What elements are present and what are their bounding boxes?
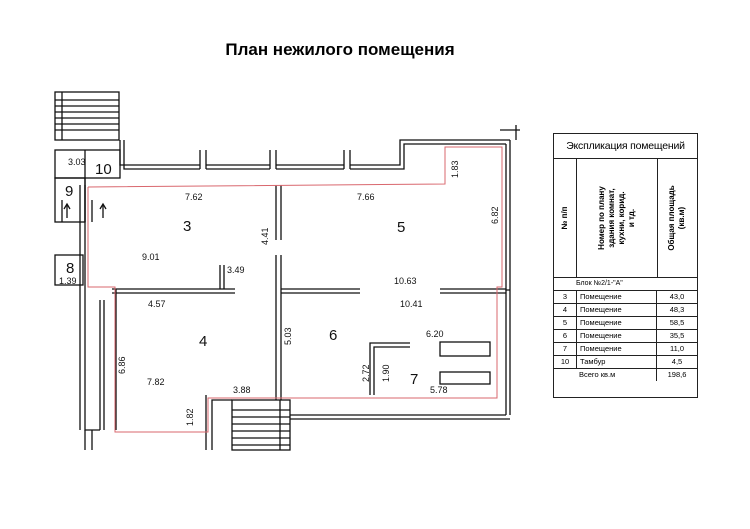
- dim-7-62: 7.62: [185, 192, 203, 202]
- header-area-line: Общая площадь: [667, 185, 676, 251]
- dim-1-90: 1.90: [381, 364, 391, 382]
- block-label: Блок №2/1-"А": [554, 278, 697, 291]
- table-row: 5 Помещение 58,5: [554, 317, 697, 330]
- header-name-line: Номер по плану: [596, 186, 606, 250]
- row-name: Помещение: [577, 291, 657, 303]
- row-name: Помещение: [577, 330, 657, 342]
- room-label-8: 8: [66, 260, 74, 277]
- dim-4-57: 4.57: [148, 299, 166, 309]
- dim-4-41: 4.41: [260, 227, 270, 245]
- dim-3-03: 3.03: [68, 157, 86, 167]
- dim-3-49: 3.49: [227, 265, 245, 275]
- row-area: 58,5: [669, 318, 685, 327]
- row-num: 4: [554, 304, 577, 316]
- total-area: 198,6: [667, 370, 687, 379]
- table-row: 10 Тамбур 4,5: [554, 356, 697, 369]
- row-num: 3: [554, 291, 577, 303]
- explication-title: Экспликация помещений: [554, 134, 697, 159]
- row-area: 43,0: [669, 292, 685, 301]
- table-row: 3 Помещение 43,0: [554, 291, 697, 304]
- dim-1-82: 1.82: [185, 408, 195, 426]
- room-label-10: 10: [95, 161, 112, 178]
- row-name: Помещение: [577, 343, 657, 355]
- header-name: Номер по плану здания комнат, кухни, кор…: [597, 186, 637, 250]
- room-label-4: 4: [199, 333, 207, 350]
- dim-2-72: 2.72: [361, 364, 371, 382]
- dim-6-86: 6.86: [117, 356, 127, 374]
- dimension-labels: 3.03 7.62 7.66 1.83 6.82 4.41 9.01 3.49 …: [59, 157, 500, 426]
- dim-3-88: 3.88: [233, 385, 251, 395]
- table-row: 7 Помещение 11,0: [554, 343, 697, 356]
- total-row: Всего кв.м 198,6: [554, 369, 697, 381]
- dim-5-03: 5.03: [283, 327, 293, 345]
- row-area: 11,0: [669, 344, 685, 353]
- row-name: Помещение: [577, 304, 657, 316]
- row-num: 5: [554, 317, 577, 329]
- dim-7-82: 7.82: [147, 377, 165, 387]
- stair-top: [54, 91, 120, 141]
- header-num: № п/п: [560, 206, 569, 230]
- row-num: 10: [554, 356, 577, 368]
- stair-bottom: [231, 399, 291, 451]
- dim-6-20: 6.20: [426, 329, 444, 339]
- table-row: 6 Помещение 35,5: [554, 330, 697, 343]
- room-label-5: 5: [397, 219, 405, 236]
- dim-10-63: 10.63: [394, 276, 417, 286]
- floor-plan: 3 5 4 6 7 8 9 10 3.03 7.62 7.66 1.83 6.8…: [54, 91, 520, 451]
- premises-boundary: [87, 146, 503, 433]
- row-area: 4,5: [671, 357, 683, 366]
- explication-header: № п/п Номер по плану здания комнат, кухн…: [554, 159, 697, 278]
- header-area-line: (кв.м): [677, 206, 686, 230]
- header-name-line: кухни, корид.: [616, 191, 626, 245]
- explication-table: Экспликация помещений № п/п Номер по пла…: [553, 133, 698, 398]
- header-area: Общая площадь (кв.м): [667, 185, 687, 250]
- dim-1-83: 1.83: [450, 160, 460, 178]
- room-label-6: 6: [329, 327, 337, 344]
- row-num: 7: [554, 343, 577, 355]
- row-name: Тамбур: [577, 356, 657, 368]
- row-name: Помещение: [577, 317, 657, 329]
- room-label-9: 9: [65, 183, 73, 200]
- total-label: Всего кв.м: [554, 369, 657, 381]
- row-num: 6: [554, 330, 577, 342]
- dim-1-39: 1.39: [59, 276, 77, 286]
- header-num-cell: № п/п: [554, 159, 577, 277]
- walls: [54, 91, 520, 451]
- table-row: 4 Помещение 48,3: [554, 304, 697, 317]
- dim-10-41: 10.41: [400, 299, 423, 309]
- header-name-cell: Номер по плану здания комнат, кухни, кор…: [576, 159, 658, 277]
- room-label-3: 3: [183, 218, 191, 235]
- dim-6-82: 6.82: [490, 206, 500, 224]
- dim-9-01: 9.01: [142, 252, 160, 262]
- header-name-line: и тд.: [626, 208, 636, 228]
- header-area-cell: Общая площадь (кв.м): [657, 159, 697, 277]
- room-label-7: 7: [410, 371, 418, 388]
- row-area: 48,3: [669, 305, 685, 314]
- room-labels: 3 5 4 6 7 8 9 10: [65, 161, 418, 388]
- dim-5-78: 5.78: [430, 385, 448, 395]
- dim-7-66: 7.66: [357, 192, 375, 202]
- row-area: 35,5: [669, 331, 685, 340]
- header-name-line: здания комнат,: [606, 188, 616, 248]
- page-title: План нежилого помещения: [225, 40, 455, 59]
